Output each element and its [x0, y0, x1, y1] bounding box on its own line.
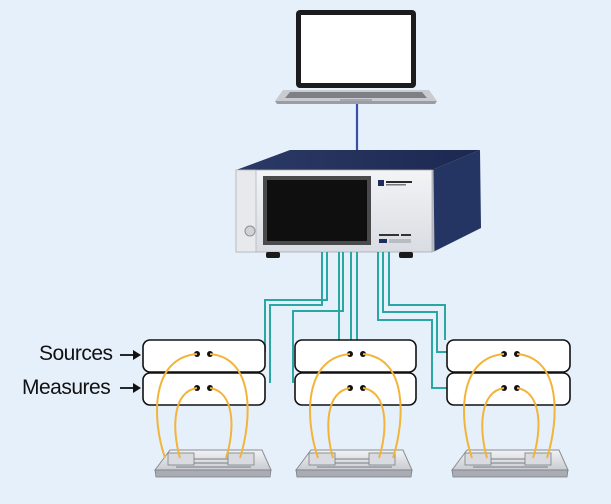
- laptop-icon: [275, 10, 437, 104]
- module-column-2: [294, 339, 417, 406]
- fiber-trunk: [264, 252, 447, 389]
- fiber-fixture-icon: [295, 449, 413, 478]
- measures-label: Measures: [22, 376, 111, 399]
- fiber-fixture-icon: [451, 449, 569, 478]
- fiber-fixture-icon: [154, 449, 272, 478]
- instrument-chassis-icon: [235, 150, 481, 258]
- source-module: [142, 339, 266, 373]
- fiber-patch-loops: [156, 353, 556, 459]
- measure-module: [446, 372, 571, 406]
- measure-module: [142, 372, 266, 406]
- source-module: [446, 339, 571, 373]
- arrow-right-icon: [120, 350, 141, 360]
- arrow-right-icon: [120, 383, 141, 393]
- source-module: [294, 339, 417, 373]
- sources-label: Sources: [39, 342, 113, 365]
- measure-module: [294, 372, 417, 406]
